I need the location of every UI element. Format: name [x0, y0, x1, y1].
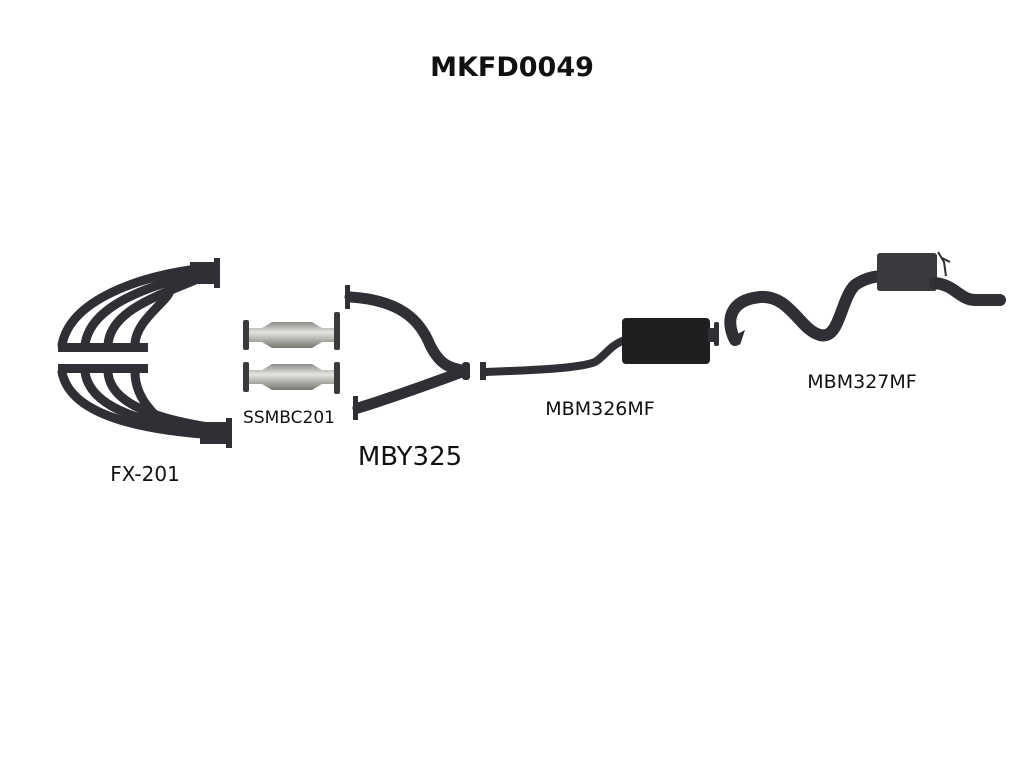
centre-muffler-mbm326mf-image — [480, 318, 719, 380]
catalytic-converters-ssmbc201-image — [243, 312, 340, 394]
part-label-mby325: MBY325 — [357, 442, 463, 472]
rear-muffler-mbm327mf-image — [724, 251, 1006, 346]
y-pipe-mby325-image — [344, 285, 470, 420]
headers-fx-201-image — [57, 258, 232, 448]
part-label-mbm326mf: MBM326MF — [545, 398, 655, 420]
part-label-ssmbc201: SSMBC201 — [243, 408, 335, 428]
part-label-fx-201: FX-201 — [110, 462, 180, 486]
kit-title: MKFD0049 — [430, 52, 594, 83]
part-label-mbm327mf: MBM327MF — [807, 371, 917, 393]
